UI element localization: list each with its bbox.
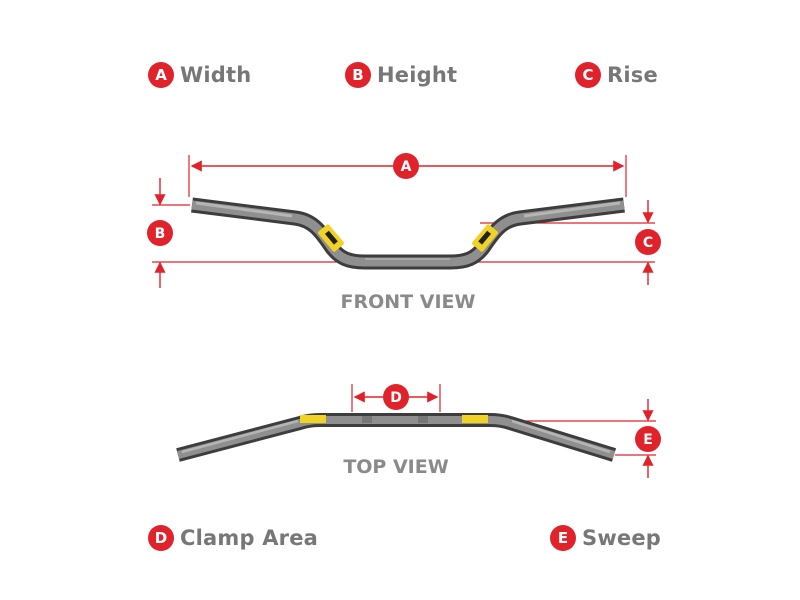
legend-sweep-label: Sweep [582, 526, 662, 550]
top-pad-left [300, 415, 326, 423]
svg-text:B: B [155, 226, 166, 242]
pad-left [318, 224, 344, 252]
legend-width-label: Width [180, 63, 252, 87]
legend-height-badge: B [345, 62, 371, 88]
legend-rise-label: Rise [607, 63, 658, 87]
legend-clamp-label: Clamp Area [180, 526, 319, 550]
handlebar-front [191, 197, 625, 270]
legend-height-label: Height [377, 63, 458, 87]
marker-d: D [383, 384, 409, 410]
legend-width-badge: A [148, 62, 174, 88]
pad-right [472, 224, 498, 252]
clamp-mark-left [362, 416, 372, 423]
front-view: A B C [147, 153, 661, 313]
marker-e: E [635, 426, 661, 452]
legend-rise: C Rise [575, 61, 658, 89]
legend-rise-badge: C [575, 62, 601, 88]
legend-clamp-badge: D [148, 525, 174, 551]
top-view-label: TOP VIEW [343, 456, 448, 478]
top-pad-right [462, 415, 488, 423]
legend-clamp-area: D Clamp Area [148, 524, 318, 552]
svg-text:E: E [643, 432, 653, 448]
top-view: D E TOP VIEW [176, 384, 661, 478]
legend-sweep: E Sweep [550, 524, 661, 552]
clamp-mark-right [418, 416, 428, 423]
handlebar-top [176, 413, 617, 462]
legend-sweep-badge: E [550, 525, 576, 551]
marker-b: B [147, 220, 173, 246]
marker-c: C [635, 229, 661, 255]
legend-width: A Width [148, 61, 251, 89]
svg-text:D: D [390, 390, 402, 406]
front-view-label: FRONT VIEW [341, 291, 476, 313]
marker-a: A [393, 153, 419, 179]
svg-text:C: C [643, 235, 653, 251]
legend-height: B Height [345, 61, 457, 89]
svg-text:A: A [401, 159, 412, 175]
